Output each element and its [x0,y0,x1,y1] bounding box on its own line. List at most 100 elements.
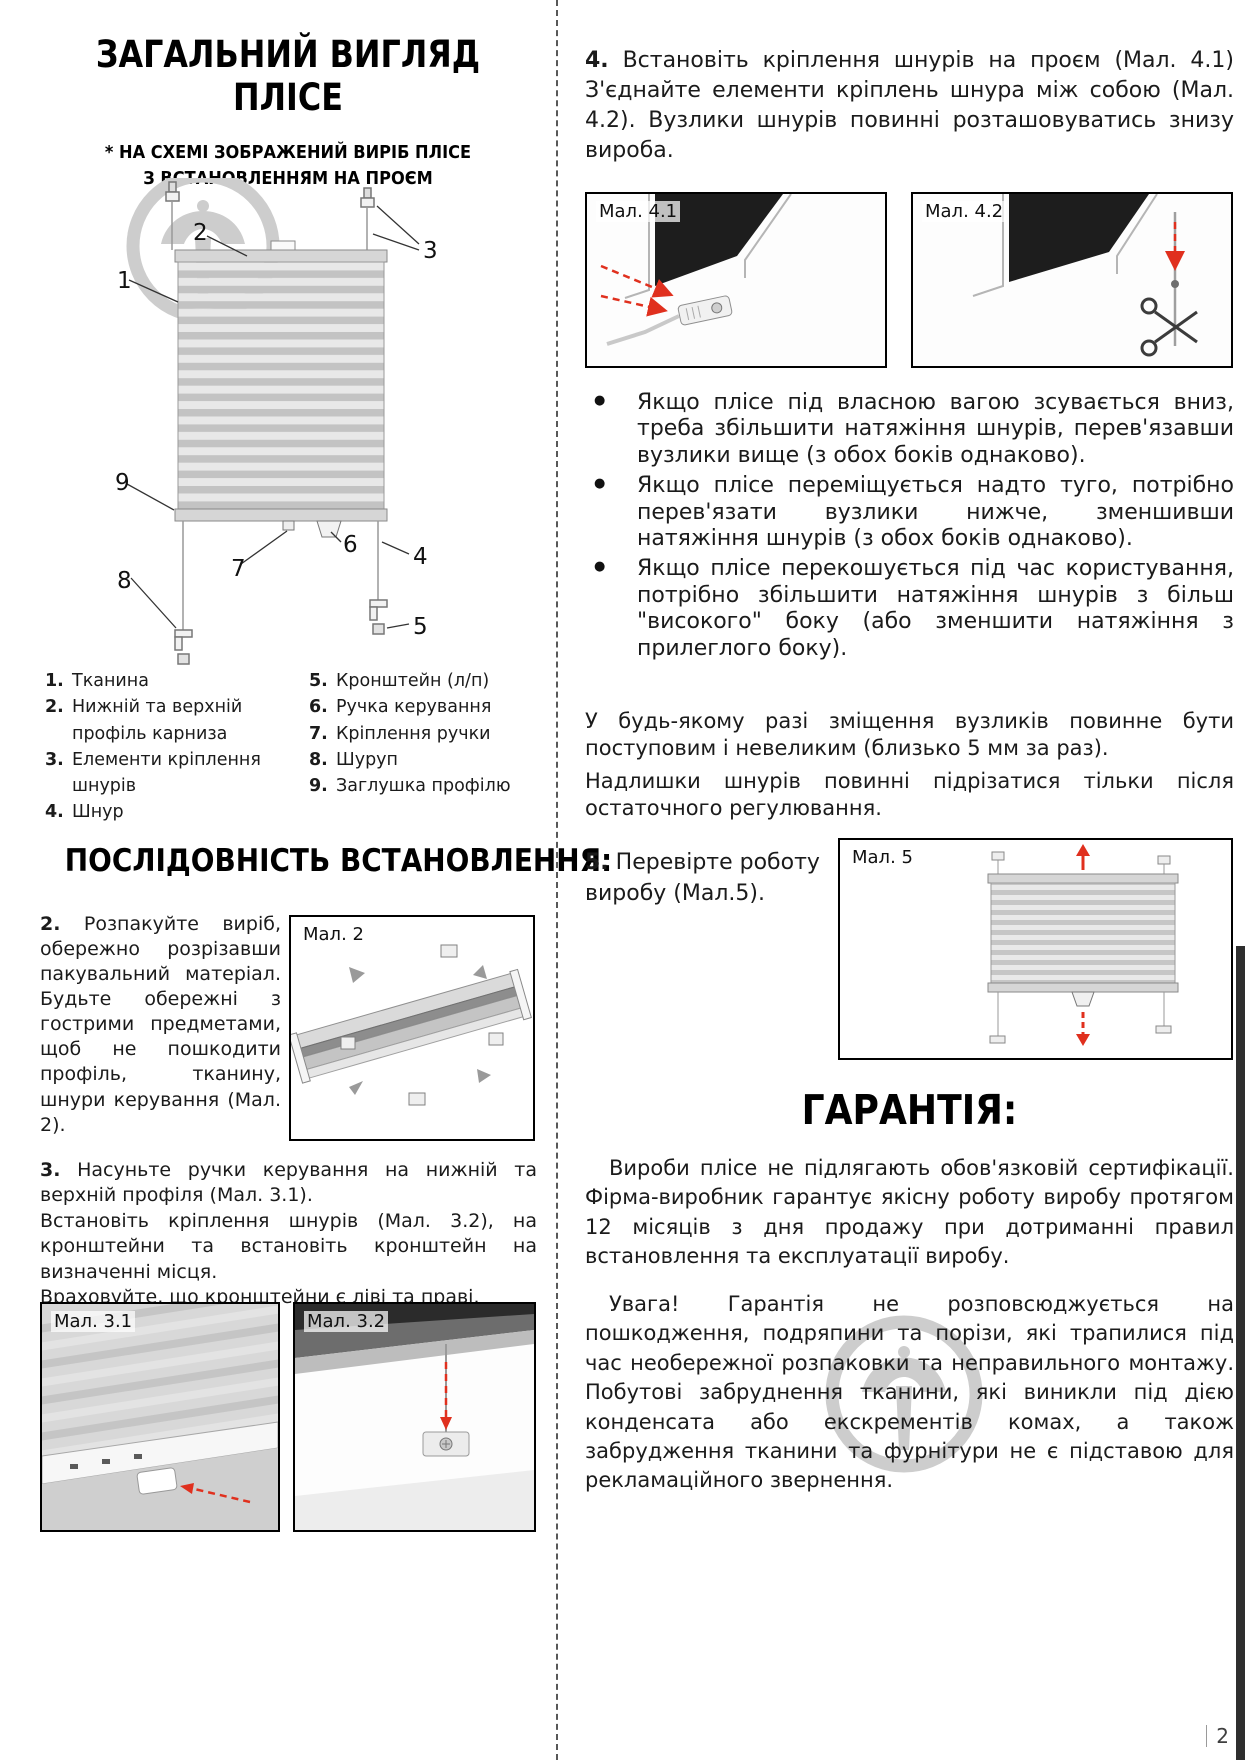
figure-3-1-image [42,1304,278,1530]
legend-item-1: 1. Тканина [45,668,309,694]
part-number-5: 5 [413,614,428,640]
red-arrow-icons [600,264,674,317]
pleated-fabric [177,261,385,510]
part-number-labels: 1 2 3 9 7 6 4 8 5 [115,220,438,640]
profile-slots [70,1454,142,1469]
page-number: 2 [1216,1724,1229,1748]
scissors-icon [1140,297,1198,357]
mini-top-profile [987,873,1179,884]
mini-bracket-right [1155,1025,1172,1034]
legend-num: 3. [45,749,64,770]
blind-overview-diagram: 1 2 3 9 7 6 4 8 5 [25,169,540,668]
mini-blind-hooks [991,851,1171,878]
legend-num: 1. [45,671,64,691]
warranty-paragraph-1: Вироби плісе не підлягають обов'язковій … [585,1156,1234,1269]
screw-icon [439,1437,453,1451]
mini-bracket-left [989,1035,1006,1044]
step-2-number: 2. [40,913,61,935]
part-number-9: 9 [115,470,130,496]
legend-num: 6. [309,697,328,718]
window-glass [1009,194,1149,282]
mini-handle [1071,991,1095,1007]
cord-knot [1171,280,1179,288]
legend-item-2: 2. Нижній та верхній профіль карниза [45,694,309,747]
part-number-8: 8 [117,568,132,594]
footer-divider [1205,1725,1208,1747]
legend-label: Елементи кріплення шнурів [72,749,261,796]
warranty-paragraph-2: Увага! Гарантія не розповсюджується на п… [585,1292,1234,1493]
legend-column-1: 1. Тканина 2. Нижній та верхній профіль … [45,668,309,826]
installation-heading: ПОСЛІДОВНІСТЬ ВСТАНОВЛЕННЯ: [40,843,613,879]
note-line-2: Надлишки шнурів повинні підрізатися тіль… [585,768,1234,820]
red-arrow-icon [440,1362,452,1430]
step-3-number: 3. [40,1159,61,1181]
cord-fastener-top-icons [165,181,375,252]
figure-4-1-label: Мал. 4.1 [596,201,681,222]
handle-mount-icon [282,520,295,531]
step-5-paragraph: 5. Перевірте роботу виробу (Мал.5). [585,848,823,910]
installation-heading-text: ПОСЛІДОВНІСТЬ ВСТАНОВЛЕННЯ: [64,843,613,879]
part-number-7: 7 [231,556,246,582]
adjustment-notes: У будь-якому разі зміщення вузликів пови… [585,708,1234,822]
page-subtitle: * НА СХЕМІ ЗОБРАЖЕНИЙ ВИРІБ ПЛІСЕ З ВСТА… [40,140,536,192]
step-4-text: Встановіть кріплення шнурів на проєм (Ма… [585,48,1234,163]
figure-3-2: Мал. 3.2 [293,1302,536,1532]
step-5-number: 5. [585,850,609,875]
adjustment-bullet-list: Якщо плісе під власною вагою зсувається … [585,390,1234,666]
legend-num: 5. [309,671,328,691]
bullet-item-1: Якщо плісе під власною вагою зсувається … [585,390,1234,469]
figure-3-1-label: Мал. 3.1 [51,1311,136,1332]
mini-pleated-fabric [990,882,1176,984]
step-5-text: Перевірте роботу виробу (Мал.5). [585,850,820,906]
bullet-item-2: Якщо плісе переміщується надто туго, пот… [585,473,1234,552]
step-3-text2: Встановіть кріплення шнурів (Мал. 3.2), … [40,1209,537,1283]
legend-label: Заглушка профілю [336,776,511,796]
step-2-paragraph: 2. Розпакуйте виріб, обережно розрізавши… [40,912,281,1138]
column-divider [556,0,558,1760]
legend-column-2: 5. Кронштейн (л/п) 6. Ручка керування 7.… [309,668,537,826]
mini-bottom-profile [987,982,1179,993]
sill-front [295,1470,534,1530]
page-title-line1: ЗАГАЛЬНИЙ ВИГЛЯД [95,33,481,76]
legend-item-4: 4. Шнур [45,799,309,825]
legend-label: Ручка керування [336,697,492,718]
control-handle-icon [316,520,342,538]
legend-num: 4. [45,802,64,823]
frame-line [1116,194,1158,274]
legend-item-9: 9. Заглушка профілю [309,773,537,799]
figure-5: Мал. 5 [838,838,1233,1060]
legend-item-7: 7. Кріплення ручки [309,721,537,747]
legend-num: 8. [309,749,328,770]
parts-legend: 1. Тканина 2. Нижній та верхній профіль … [45,668,537,826]
step-3-text1: Насуньте ручки керування на нижній та ве… [40,1159,537,1207]
legend-label: Шуруп [336,749,398,770]
step-3-line2: Встановіть кріплення шнурів (Мал. 3.2), … [40,1209,537,1285]
bottom-bracket-icons [174,599,388,665]
part-number-1: 1 [117,268,132,294]
page-subtitle-line1: * НА СХЕМІ ЗОБРАЖЕНИЙ ВИРІБ ПЛІСЕ [104,142,472,163]
legend-label: Нижній та верхній профіль карниза [72,697,243,744]
part-number-3: 3 [423,238,438,264]
warranty-heading-text: ГАРАНТІЯ: [801,1086,1018,1134]
step-2-text: Розпакуйте виріб, обережно розрізавши па… [40,913,281,1136]
figure-4-2: Мал. 4.2 [911,192,1233,368]
frame-line [972,194,1004,297]
frame-line [624,194,650,299]
step-3-paragraph: 3. Насуньте ручки керування на нижній та… [40,1158,537,1311]
loose-bracket-icons [340,944,504,1106]
frame-shadow [295,1330,534,1374]
packed-blind-icon [291,968,532,1084]
part-number-2: 2 [193,220,208,246]
legend-item-3: 3. Елементи кріплення шнурів [45,747,309,800]
control-handle-closeup [136,1467,178,1495]
legend-item-8: 8. Шуруп [309,747,537,773]
cord [606,314,680,346]
part-number-6: 6 [343,532,358,558]
figure-5-image [840,840,1231,1058]
step-4-number: 4. [585,48,609,73]
part-number-4: 4 [413,544,428,570]
bottom-profile-closeup [42,1421,278,1485]
legend-label: Тканина [72,671,149,691]
legend-num: 7. [309,723,328,744]
